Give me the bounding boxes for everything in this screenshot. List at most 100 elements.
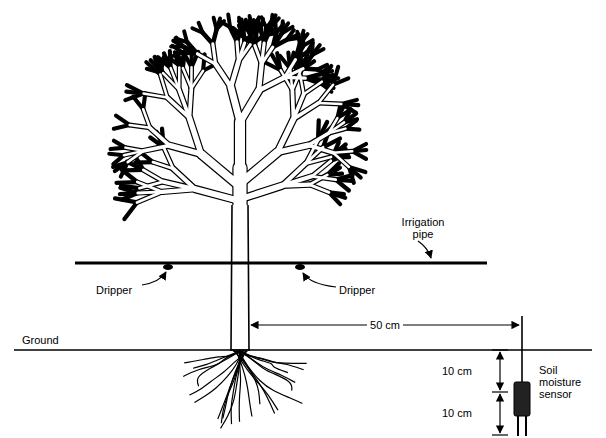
branch-outline [333,78,348,84]
branch-outline [121,186,139,188]
branch-outline [240,91,259,122]
leader-line [418,241,431,258]
root-line [231,351,244,424]
branch-outline [143,109,150,128]
branch-outline [259,64,262,91]
branch-fill [137,192,162,203]
branch-fill [201,154,238,185]
branch-outline [216,64,231,87]
root-line [223,351,246,418]
branch-outline [255,32,256,46]
ground-line [14,349,592,351]
branch-fill [178,68,181,90]
branch-fill [164,147,174,168]
root-line [193,351,240,368]
branch-outline [264,28,271,43]
root-line [239,351,303,403]
branch-outline [287,38,298,40]
branch-outline [309,185,328,193]
branch-fill [292,70,300,90]
branch-fill [139,182,163,189]
branch-outline [327,174,342,175]
root-line [240,351,295,383]
sensor-cable [521,316,523,382]
branch-fill [138,192,162,193]
branch-outline [231,61,239,87]
dimension-line [499,394,500,433]
branch-outline [242,152,277,182]
branch-outline [318,85,333,103]
branch-outline [273,40,287,47]
branch-fill [238,45,250,62]
dimension-label: 10 cm [442,407,472,419]
branch-outline [336,180,349,191]
branch-fill [143,109,150,128]
part-label: Irrigation pipe [392,216,454,240]
branch-outline [195,189,236,200]
branch-outline [213,29,217,43]
tree-trunk [231,205,249,350]
branch-fill [144,93,168,97]
branch-fill [242,152,277,182]
branch-fill [244,186,282,198]
branch-outline [318,101,341,107]
branch-fill [293,103,318,119]
branch-outline [184,31,187,42]
branch-outline [125,148,143,151]
branch-outline [138,192,162,193]
branch-outline [346,129,360,130]
branch-fill [235,122,245,172]
branch-outline [137,192,162,203]
dimension-tick [492,391,508,392]
branch-outline [333,151,352,153]
root-line [184,351,240,363]
branch-fill [333,153,349,167]
branch-fill [171,68,179,90]
branch-outline [199,23,203,33]
part-label: Soil moisture sensor [539,364,591,400]
branch-fill [213,44,216,64]
dimension-tick [492,434,508,435]
branch-outline [231,87,240,122]
branch-fill [216,64,231,87]
root-line [183,351,240,376]
branch-fill [189,89,191,118]
branch-fill [231,61,239,87]
branch-fill [333,151,352,153]
branch-fill [191,71,203,89]
part-label: Dripper [339,284,375,296]
branch-fill [328,129,345,134]
root-line [189,351,247,395]
branch-outline [228,14,230,27]
branch-outline [127,85,144,93]
branch-outline [109,154,124,155]
branch-outline [304,82,322,95]
branch-fill [125,148,143,151]
branch-fill [259,64,262,91]
branch-outline [114,141,126,148]
branch-fill [290,68,292,90]
irrigation-pipe [75,262,487,265]
branch-outline [124,202,137,219]
branch-fill [300,75,303,94]
branch-fill [259,77,285,90]
branch-fill [183,68,192,88]
dripper-symbol [295,264,305,270]
branch-fill [240,91,259,122]
branch-outline [282,185,309,186]
branch-fill [189,118,201,154]
dimension-label: 50 cm [367,319,403,331]
part-label: Ground [22,334,59,346]
branch-outline [329,192,340,204]
tree-roots [183,351,306,428]
branch-outline [116,116,130,125]
branch-fill [304,82,322,95]
sensor-body [514,382,530,416]
branch-outline [189,89,191,118]
branch-outline [183,68,192,88]
dimension-label: 10 cm [442,365,472,377]
branch-outline [244,186,282,198]
dripper-symbol [163,264,173,270]
